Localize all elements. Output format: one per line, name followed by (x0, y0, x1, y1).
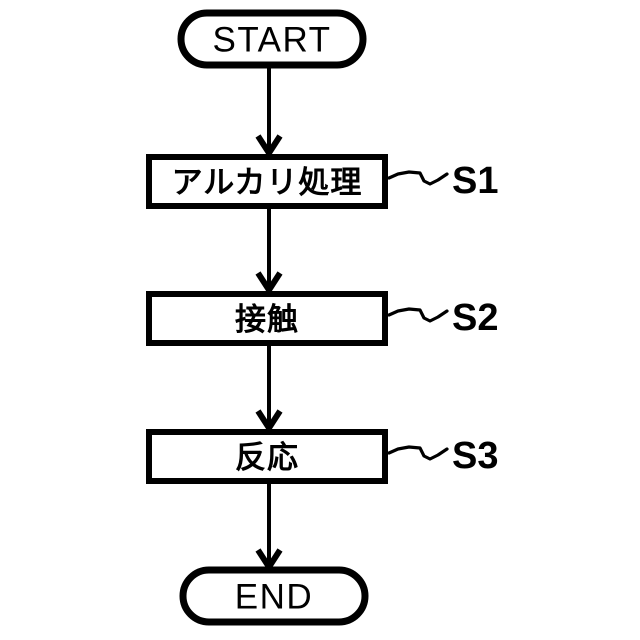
node-step2[interactable]: 接触 (146, 291, 388, 346)
connector-step1-to-step2 (255, 207, 283, 296)
step2-process-shape (146, 291, 388, 346)
start-terminal-shape (177, 9, 367, 69)
step2-step-id-label: S2 (452, 297, 498, 339)
node-step3[interactable]: 反応 (146, 429, 388, 484)
arrow-down-icon (255, 271, 283, 296)
step1-process-shape (146, 154, 388, 209)
end-terminal-label: END (235, 578, 313, 617)
node-end[interactable]: END (179, 566, 369, 626)
step3-process-label: 反応 (235, 440, 299, 476)
leader-step2: S2 (387, 297, 498, 339)
step1-step-id-label: S1 (452, 160, 498, 202)
connector-step3-to-end (255, 482, 283, 573)
step3-process-shape (146, 429, 388, 484)
leader-squiggle-icon (387, 307, 449, 323)
step1-process-label: アルカリ処理 (172, 165, 363, 201)
node-step1[interactable]: アルカリ処理 (146, 154, 388, 209)
end-terminal-shape (179, 566, 369, 626)
start-terminal-label: START (213, 21, 332, 60)
leader-step1: S1 (387, 160, 498, 202)
leader-squiggle-icon (387, 170, 449, 186)
leader-squiggle-icon (387, 445, 449, 461)
step3-step-id-label: S3 (452, 435, 498, 477)
leader-step3: S3 (387, 435, 498, 477)
arrow-down-icon (255, 134, 283, 159)
connector-step2-to-step3 (255, 344, 283, 434)
arrow-down-icon (255, 409, 283, 434)
connector-start-to-step1 (255, 66, 283, 159)
step2-process-label: 接触 (235, 302, 299, 338)
node-start[interactable]: START (177, 9, 367, 69)
